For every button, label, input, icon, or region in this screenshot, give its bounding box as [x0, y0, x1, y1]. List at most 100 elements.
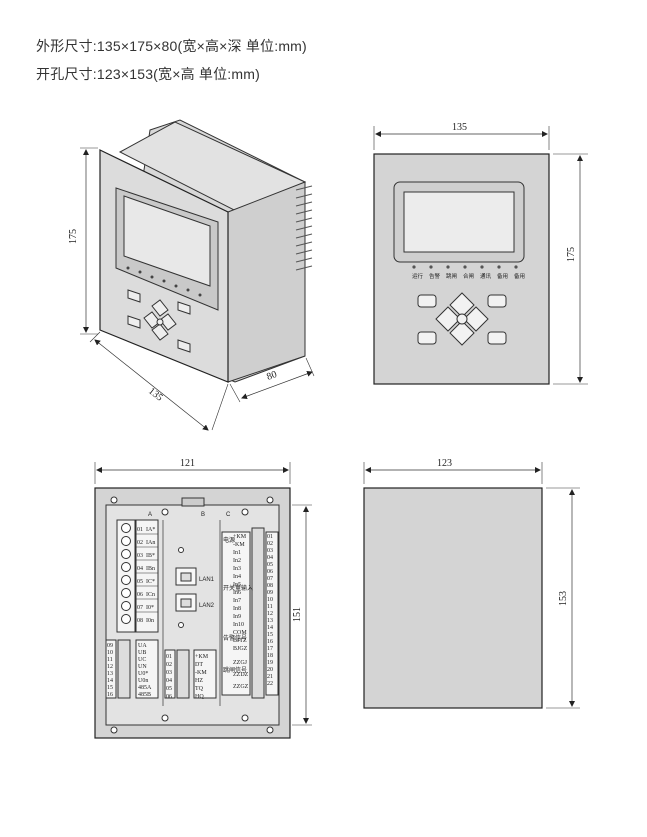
iso-height-label: 175: [68, 229, 79, 244]
b-label: +KM: [195, 654, 209, 660]
a-label: IC*: [146, 579, 155, 585]
c-label: BJTZ: [233, 638, 247, 644]
a-lower-terminal: 15: [107, 685, 113, 691]
a-lower-terminal: 11: [107, 657, 113, 663]
c-label: BJGZ: [233, 646, 248, 652]
c-side-label: 告警信号: [223, 634, 247, 642]
c-terminal: 11: [267, 604, 273, 610]
c-terminal: 02: [267, 541, 273, 547]
c-label: In2: [233, 558, 241, 564]
a-lower-label: UA: [138, 643, 147, 649]
a-label: IAn: [146, 540, 155, 546]
cutout-width-label: 123: [437, 458, 452, 469]
a-terminal: 06: [137, 592, 143, 598]
front-width-label: 135: [452, 122, 467, 133]
rear-width-label: 121: [180, 458, 195, 469]
b-label: HZ: [195, 678, 203, 684]
front-height-label: 175: [566, 247, 577, 262]
a-lower-terminal: 09: [107, 643, 113, 649]
c-terminal: 06: [267, 569, 273, 575]
c-label: ZZDZ: [233, 672, 249, 678]
a-terminal: 01: [137, 527, 143, 533]
c-label: In1: [233, 550, 241, 556]
a-lower-terminal: 13: [107, 671, 113, 677]
c-label: -KM: [233, 542, 245, 548]
c-label: In4: [233, 574, 241, 580]
c-terminal: 08: [267, 583, 273, 589]
c-terminal: 16: [267, 639, 273, 645]
c-terminal: 13: [267, 618, 273, 624]
c-terminal: 07: [267, 576, 273, 582]
indicator-label-spare1: 备用: [497, 272, 508, 280]
a-label: I0n: [146, 618, 154, 624]
section-b-label: B: [201, 512, 205, 518]
indicator-label-run: 运行: [412, 272, 424, 280]
c-terminal: 14: [267, 625, 273, 631]
a-lower-label: UC: [138, 657, 146, 663]
b-label: HQ: [195, 694, 204, 700]
a-lower-terminal: 14: [107, 678, 113, 684]
lan1-label: LAN1: [199, 577, 215, 583]
c-label: ZZGJ: [233, 660, 248, 666]
section-a-label: A: [148, 512, 152, 518]
iso-depth-label: 80: [265, 369, 278, 383]
a-lower-label: U0n: [138, 678, 148, 684]
b-terminal: 01: [166, 654, 172, 660]
b-label: TQ: [195, 686, 204, 692]
rear-height-label: 151: [292, 607, 303, 622]
c-terminal: 01: [267, 534, 273, 540]
c-terminal: 17: [267, 646, 273, 652]
a-terminal: 04: [137, 566, 143, 572]
indicator-label-close: 合闸: [463, 272, 474, 280]
indicator-label-comm: 通讯: [480, 272, 492, 280]
c-label: In6: [233, 590, 241, 596]
c-side-label: 开关量输入: [223, 584, 253, 592]
c-terminal: 22: [267, 681, 273, 687]
b-terminal: 02: [166, 662, 172, 668]
cutout-height-label: 153: [558, 591, 569, 606]
outline-dimensions-text: 外形尺寸:135×175×80(宽×高×深 单位:mm): [36, 38, 307, 54]
b-terminal: 04: [166, 678, 172, 684]
b-label: -KM: [195, 670, 207, 676]
c-terminal: 03: [267, 548, 273, 554]
c-terminal: 09: [267, 590, 273, 596]
c-side-label: 电源: [223, 536, 235, 544]
a-label: I0*: [146, 605, 154, 611]
isometric-view: [80, 119, 315, 431]
a-lower-label: 485B: [138, 692, 151, 698]
indicator-label-spare2: 备用: [514, 272, 525, 280]
c-side-label: 跳闸信号: [223, 666, 247, 674]
c-terminal: 05: [267, 562, 273, 568]
a-lower-label: 485A: [138, 685, 152, 691]
c-label: In3: [233, 566, 241, 572]
b-terminal: 05: [166, 686, 172, 692]
a-terminal: 05: [137, 579, 143, 585]
c-terminal: 04: [267, 555, 273, 561]
a-lower-label: UB: [138, 650, 146, 656]
a-terminal: 03: [137, 553, 143, 559]
c-terminal: 15: [267, 632, 273, 638]
indicator-label-trip: 跳闸: [446, 272, 457, 280]
cutout-dimensions-text: 开孔尺寸:123×153(宽×高 单位:mm): [36, 66, 260, 82]
a-terminal: 02: [137, 540, 143, 546]
c-label: ZZGZ: [233, 684, 249, 690]
cutout-view: [363, 462, 580, 709]
c-label: In5: [233, 582, 241, 588]
front-view: [373, 126, 588, 385]
c-label: COM: [233, 630, 247, 636]
c-terminal: 19: [267, 660, 273, 666]
lan2-label: LAN2: [199, 603, 215, 609]
rear-view: [94, 462, 312, 739]
a-lower-terminal: 12: [107, 664, 113, 670]
a-label: IA*: [146, 527, 155, 533]
a-label: ICn: [146, 592, 155, 598]
indicator-label-alarm: 告警: [429, 272, 441, 280]
section-c-label: C: [226, 512, 231, 518]
a-terminal: 08: [137, 618, 143, 624]
c-terminal: 21: [267, 674, 273, 680]
c-terminal: 12: [267, 611, 273, 617]
b-terminal: 06: [166, 694, 172, 700]
a-label: IB*: [146, 553, 155, 559]
a-terminal: 07: [137, 605, 143, 611]
